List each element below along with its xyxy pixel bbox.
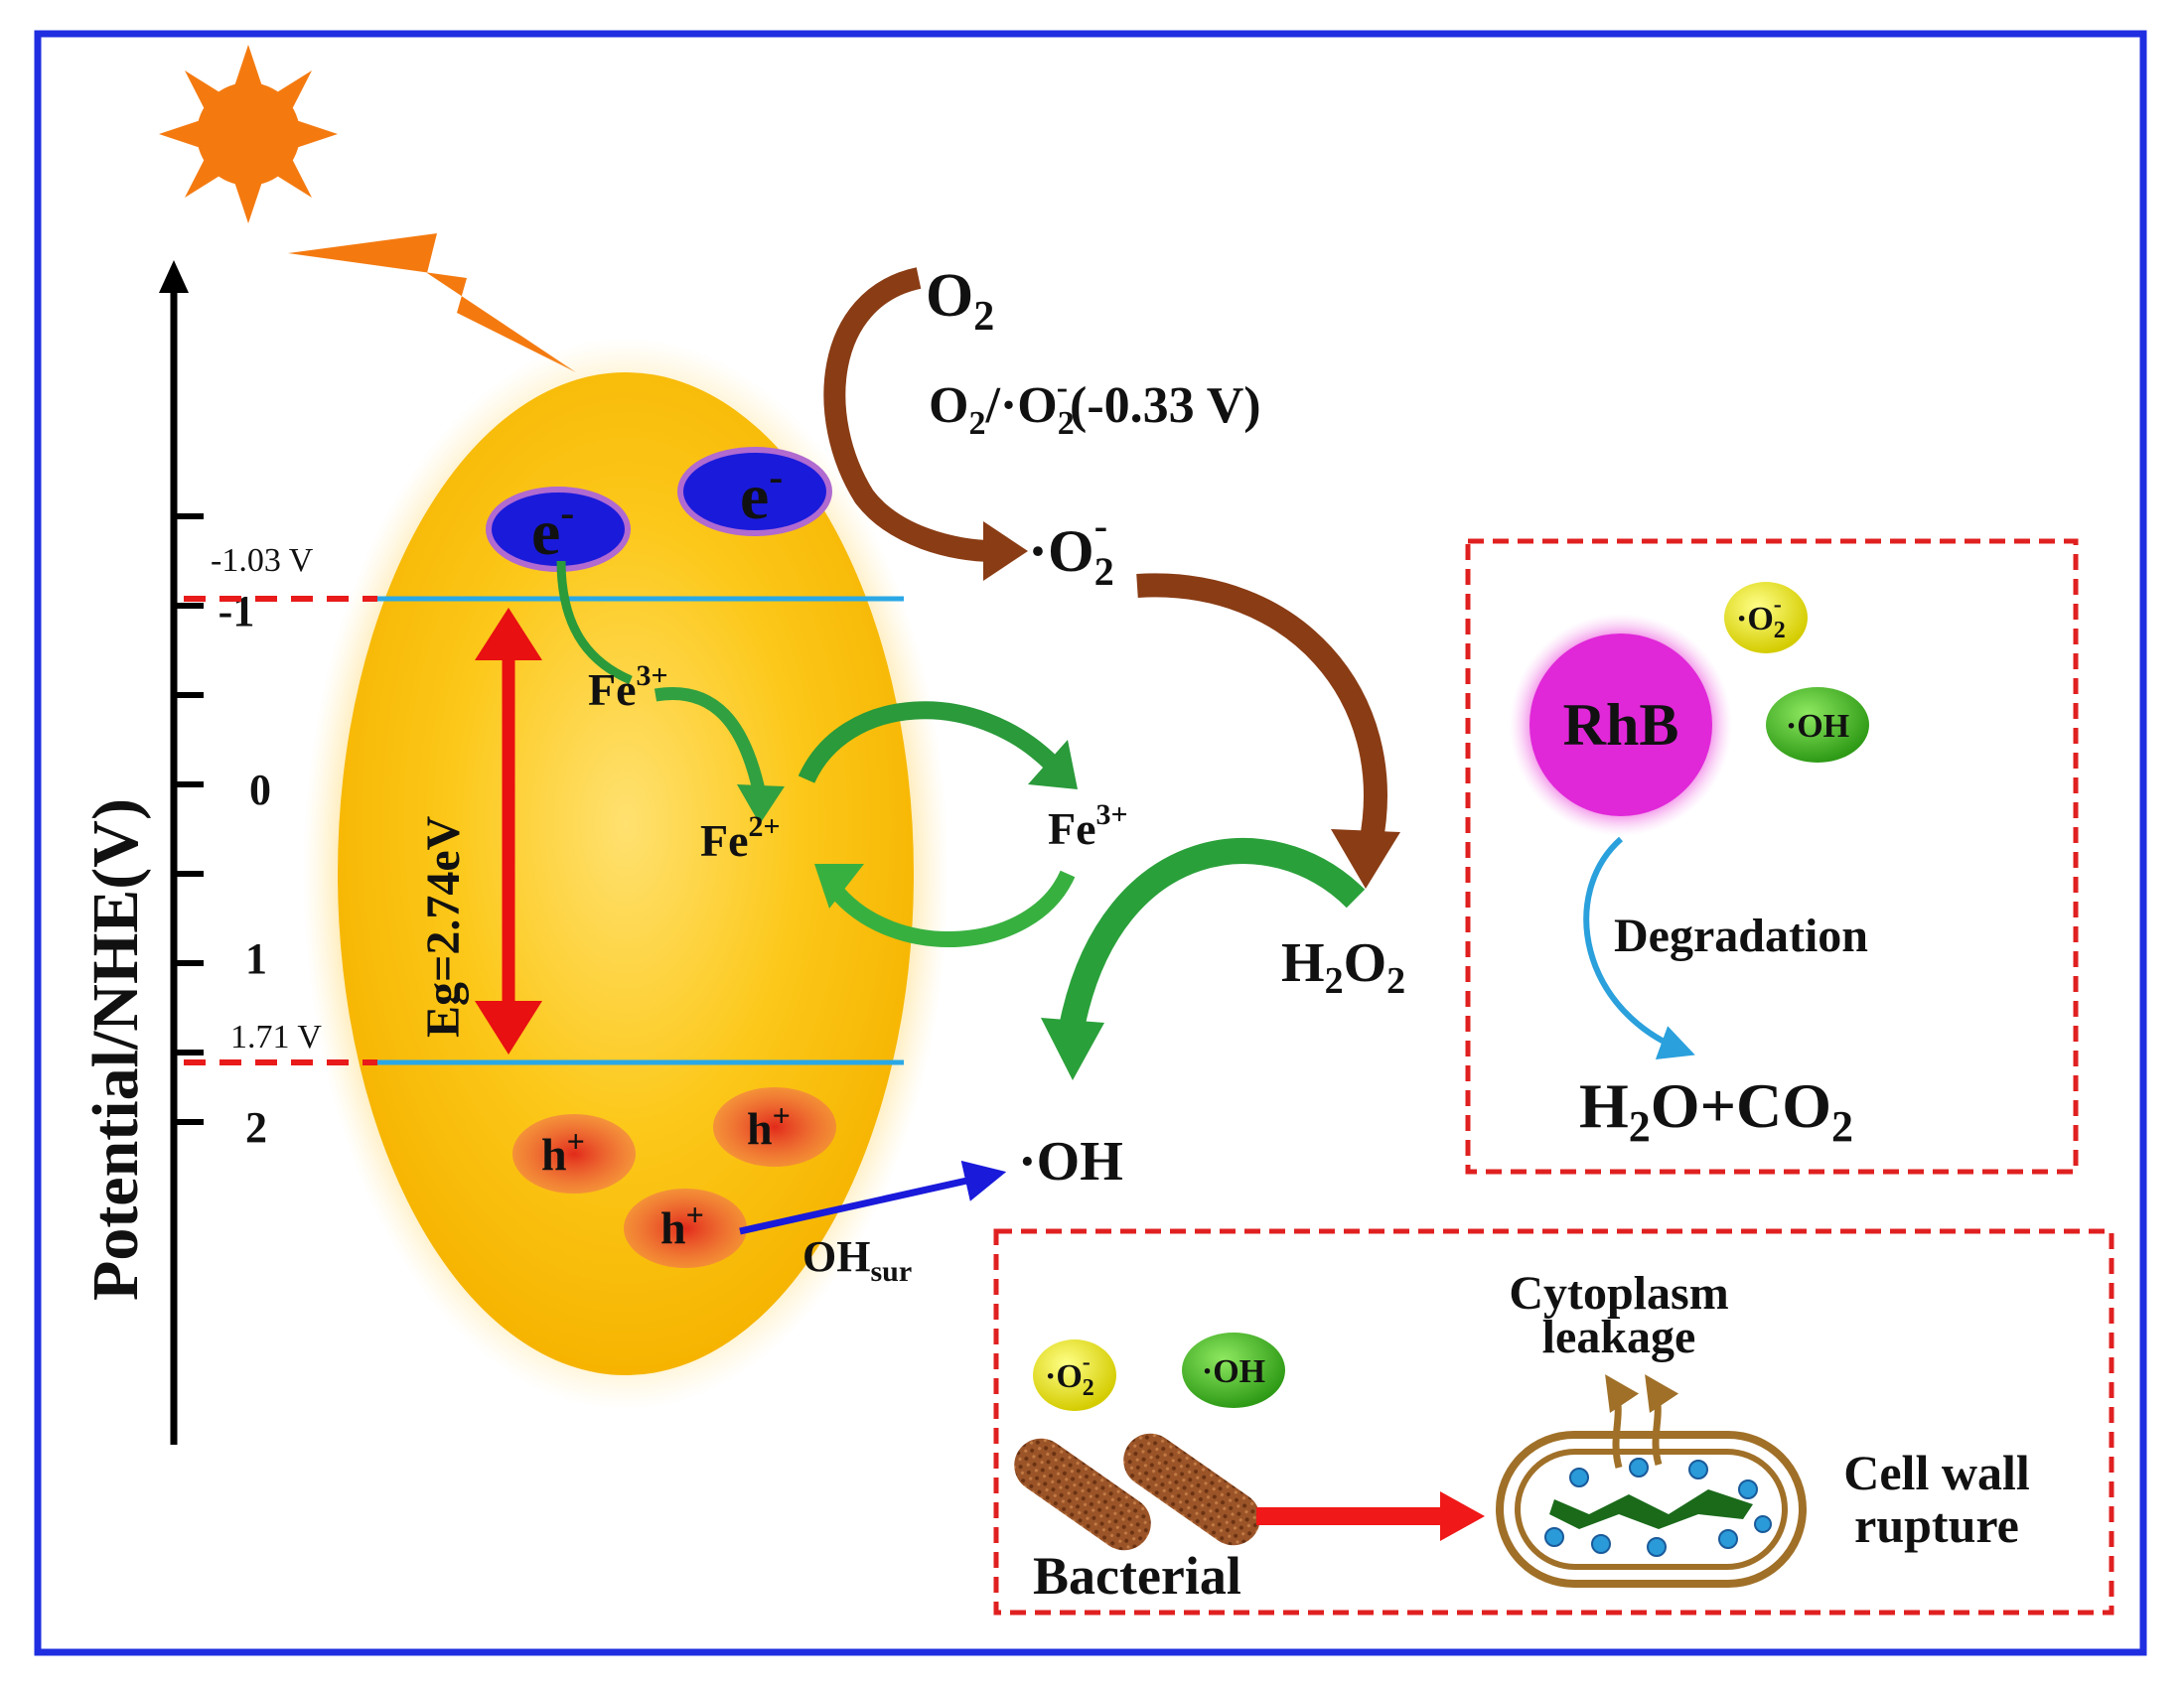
h2o2-label: H2O2	[1281, 932, 1405, 1002]
hole-label: h	[660, 1202, 686, 1253]
tick-label-2: 2	[245, 1103, 267, 1152]
bacteria-superoxide-label: ·O2-	[1045, 1349, 1094, 1401]
electron-1: e-	[486, 487, 631, 572]
tick-label-1: 1	[245, 934, 267, 983]
svg-text:h+: h+	[747, 1097, 791, 1154]
cell-wall-label-line1: Cell wall	[1843, 1445, 2030, 1500]
hole-to-hydroxyl-arrow	[739, 1160, 1007, 1235]
tick-label-0: 0	[249, 766, 271, 814]
redox-pair-label: O2/·O2-(-0.33 V)	[929, 369, 1261, 442]
bacterium-2	[1123, 1433, 1260, 1546]
bacteria-box	[993, 1228, 2114, 1616]
svg-text:e-: e-	[740, 455, 783, 533]
products-label: H2O+CO2	[1579, 1070, 1853, 1151]
h2o2-to-hydroxyl-arrow	[1060, 838, 1366, 1026]
outer-frame	[34, 30, 2147, 1656]
cytoplasm-label-line2: leakage	[1542, 1311, 1696, 1363]
svg-text:e-: e-	[531, 491, 574, 569]
hydroxyl-label: ·OH	[1018, 1131, 1123, 1193]
hole-label: h	[747, 1103, 773, 1154]
bacterial-label: Bacterial	[1033, 1546, 1241, 1606]
hole-3: h+	[624, 1189, 747, 1268]
superoxide-label: ·O2-	[1028, 503, 1114, 594]
bacteria-superoxide-ball	[1033, 1339, 1116, 1411]
fe2-to-fe3-cycle-arrow	[798, 701, 1060, 783]
electron-sup: -	[560, 491, 574, 536]
superoxide-to-h2o2-arrow	[1136, 573, 1387, 847]
bacteria-hydroxyl-label: ·OH	[1202, 1353, 1265, 1390]
bacteria-to-rupture-arrow	[1256, 1491, 1485, 1541]
cell-wall-label-line2: rupture	[1854, 1497, 2019, 1553]
electron-2: e-	[677, 447, 832, 536]
tick-label-minus1: -1	[218, 587, 255, 635]
o2-to-superoxide-arrow	[823, 267, 994, 562]
rhb-molecule	[1529, 633, 1712, 816]
degradation-arrow	[1583, 836, 1695, 1060]
electron-label: e	[531, 496, 560, 569]
ruptured-cell	[1496, 1374, 1807, 1588]
electron-label: e	[740, 461, 769, 533]
rhb-hydroxyl-ball	[1766, 687, 1869, 763]
sun-icon	[159, 45, 338, 223]
hole-1: h+	[512, 1114, 636, 1194]
electron-to-fe-arrow	[556, 560, 633, 685]
fe3-label-1: Fe3+	[588, 659, 668, 715]
hole-sup: +	[773, 1097, 791, 1133]
hole-sup: +	[567, 1123, 585, 1159]
rhb-hydroxyl-label: ·OH	[1786, 708, 1849, 745]
potential-axis	[159, 260, 204, 1445]
hole-2: h+	[713, 1087, 836, 1167]
hole-sup: +	[686, 1196, 704, 1232]
fe2-label: Fe2+	[700, 810, 781, 866]
fe3-label-2: Fe3+	[1048, 798, 1128, 854]
rhb-superoxide-ball	[1724, 582, 1808, 653]
fe3-to-fe2-cycle-arrow	[827, 870, 1076, 947]
degradation-label: Degradation	[1614, 910, 1868, 962]
rhb-superoxide-label: ·O2-	[1736, 592, 1786, 643]
bacterium-1	[1014, 1438, 1151, 1551]
band-gap-arrow	[475, 608, 542, 1055]
svg-text:h+: h+	[660, 1196, 704, 1253]
cytoplasm-label-line1: Cytoplasm	[1509, 1267, 1728, 1320]
light-ray-icon	[288, 233, 576, 372]
cb-potential-label: -1.03 V	[211, 542, 314, 579]
rhb-label: RhB	[1563, 692, 1679, 758]
bacteria-hydroxyl-ball	[1182, 1333, 1285, 1408]
band-gap-label: Eg=2.74eV	[417, 815, 470, 1038]
electron-sup: -	[769, 455, 783, 500]
vb-potential-label: 1.71 V	[230, 1019, 322, 1055]
hole-label: h	[541, 1129, 567, 1180]
svg-text:h+: h+	[541, 1123, 585, 1180]
o2-label: O2	[926, 262, 994, 340]
axis-title: Potential/NHE(V)	[79, 798, 152, 1301]
rhb-degradation-box	[1465, 538, 2079, 1175]
fe3-to-fe2-arrow	[654, 687, 767, 796]
oh-surface-label: OHsur	[802, 1232, 912, 1288]
